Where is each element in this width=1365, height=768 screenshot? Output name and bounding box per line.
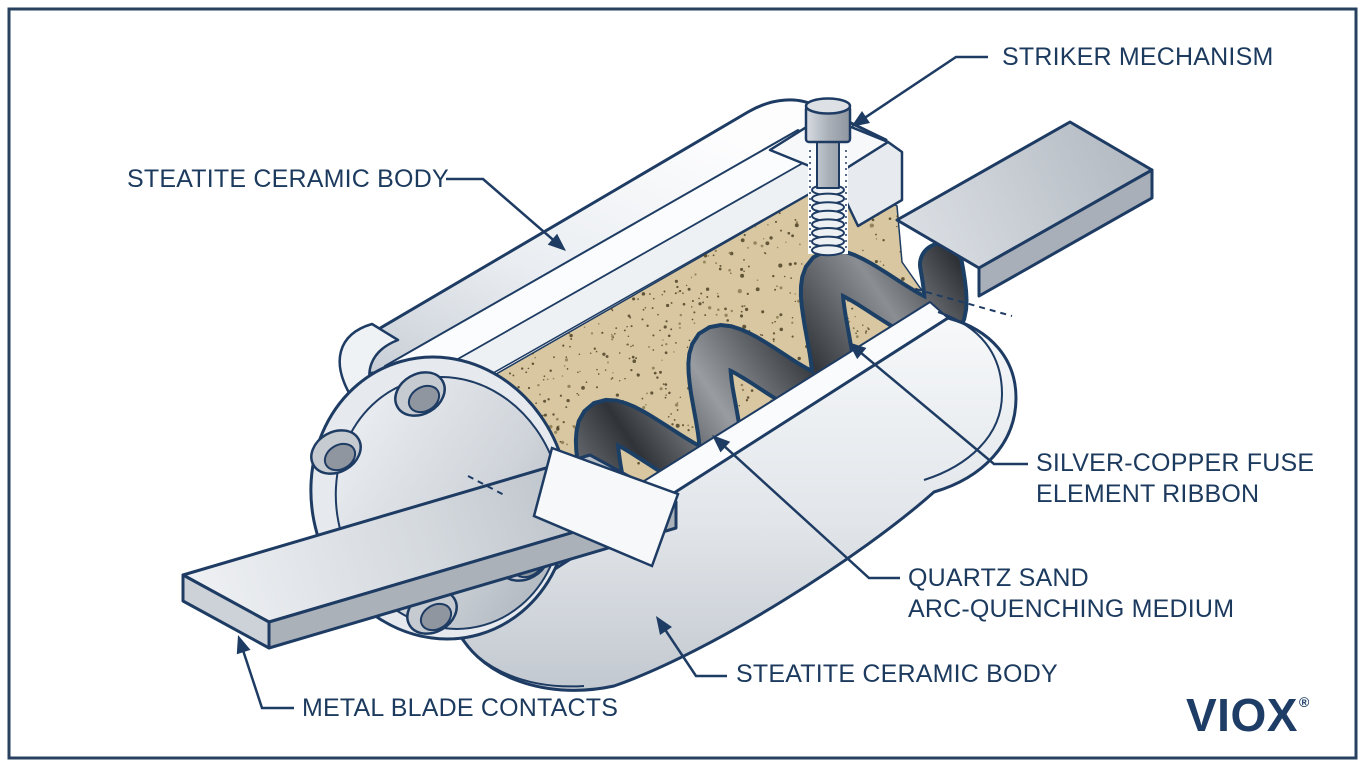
striker-cap-top bbox=[804, 97, 852, 115]
label-silver-copper-fuse-element-ribbon: SILVER-COPPER FUSE ELEMENT RIBBON bbox=[1036, 448, 1314, 510]
bottom-shell-left-cut-face bbox=[532, 446, 680, 568]
leader-quartz-sand-arrowhead bbox=[712, 435, 731, 453]
hidden-edge-dashes bbox=[467, 285, 1013, 497]
leader-striker-mechanism bbox=[858, 55, 988, 123]
striker-mechanism-assembly bbox=[768, 97, 904, 257]
leader-lines bbox=[236, 55, 1028, 710]
label-line: ARC-QUENCHING MEDIUM bbox=[908, 595, 1235, 623]
leader-silver-copper-ribbon bbox=[854, 347, 1028, 466]
label-metal-blade-contacts: METAL BLADE CONTACTS bbox=[302, 694, 619, 722]
label-line: SILVER-COPPER FUSE bbox=[1036, 449, 1315, 477]
leader-metal-blade-contacts-arrowhead bbox=[236, 635, 251, 655]
end-ring-line bbox=[923, 311, 1003, 481]
leader-metal-blade-contacts bbox=[239, 644, 294, 710]
leader-steatite-ceramic-body-bottom bbox=[660, 623, 727, 678]
leader-steatite-ceramic-body-top bbox=[446, 177, 560, 246]
leader-quartz-sand bbox=[718, 440, 900, 580]
leader-striker-mechanism-arrowhead bbox=[851, 111, 870, 127]
label-steatite-ceramic-body-bottom: STEATITE CERAMIC BODY bbox=[736, 660, 1058, 688]
registered-trademark-mark: ® bbox=[1298, 694, 1310, 710]
leader-silver-copper-ribbon-arrowhead bbox=[848, 342, 867, 360]
metal-blade-right bbox=[895, 120, 1154, 298]
frame-border bbox=[7, 7, 1358, 760]
label-line: ELEMENT RIBBON bbox=[1036, 480, 1260, 508]
viox-logo: VIOX® bbox=[1186, 692, 1309, 749]
leader-steatite-ceramic-body-bottom-arrowhead bbox=[656, 616, 672, 635]
label-line: QUARTZ SAND bbox=[908, 564, 1089, 592]
label-steatite-ceramic-body-top: STEATITE CERAMIC BODY bbox=[127, 165, 449, 193]
leader-steatite-ceramic-body-top-arrowhead bbox=[547, 233, 566, 251]
striker-spring bbox=[811, 184, 845, 257]
viox-logo-text: VIOX bbox=[1186, 689, 1298, 741]
label-quartz-sand-arc-quenching-medium: QUARTZ SAND ARC-QUENCHING MEDIUM bbox=[908, 563, 1234, 625]
label-striker-mechanism: STRIKER MECHANISM bbox=[1002, 43, 1274, 71]
